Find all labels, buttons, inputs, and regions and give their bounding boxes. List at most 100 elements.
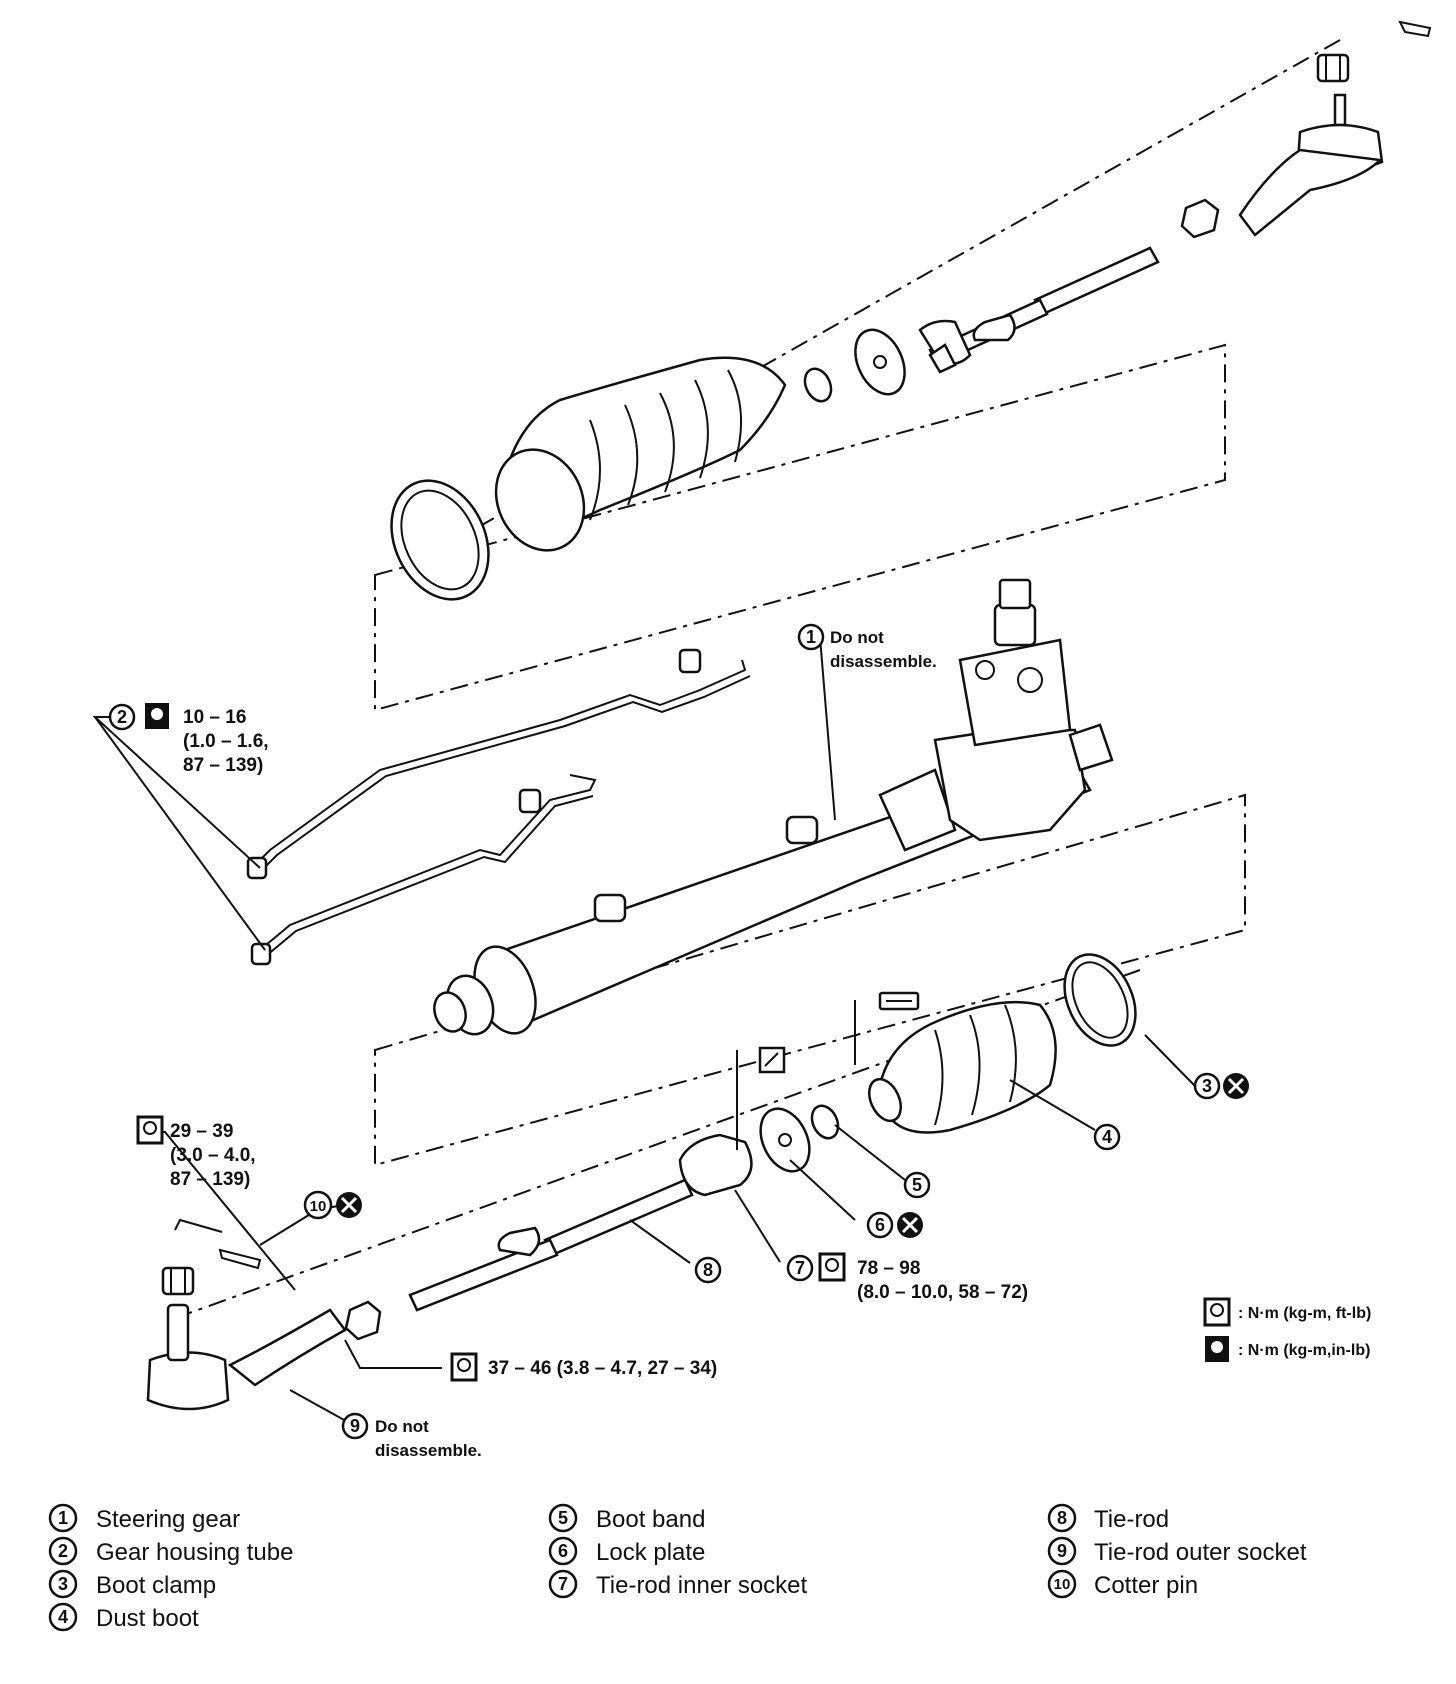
lower-guide-frame (374, 793, 1246, 1167)
svg-text:10: 10 (310, 1198, 327, 1215)
svg-text:9: 9 (350, 1416, 360, 1436)
svg-text:: N·m (kg-m,in-lb): : N·m (kg-m,in-lb) (1238, 1342, 1370, 1359)
upper-boot-clamp (390, 479, 490, 601)
svg-text:disassemble.: disassemble. (375, 1441, 482, 1460)
svg-text:78 – 98: 78 – 98 (857, 1258, 920, 1279)
legend-item: 3 Boot clamp (48, 1569, 216, 1599)
svg-text:6: 6 (875, 1215, 885, 1235)
parts-legend: 1 Steering gear 2 Gear housing tube 3 Bo… (48, 1503, 1307, 1632)
svg-text:7: 7 (558, 1574, 568, 1594)
callout-9: 9 Do not disassemble. (341, 1412, 482, 1460)
callout-3: 3 (1193, 1072, 1249, 1100)
svg-text:disassemble.: disassemble. (830, 652, 937, 671)
callout-8: 8 (694, 1256, 722, 1284)
tube-flare-nut-1 (246, 856, 268, 880)
svg-text:9: 9 (1057, 1541, 1067, 1561)
outer-nut-torque: 29 – 39 (3.0 – 4.0, 87 – 139) (136, 1115, 256, 1190)
svg-text:Lock plate: Lock plate (596, 1539, 705, 1566)
torque-wrench-icon (136, 1115, 164, 1145)
svg-text:Tie-rod inner socket: Tie-rod inner socket (596, 1572, 808, 1599)
svg-text:2: 2 (58, 1541, 68, 1561)
torque-key: : N·m (kg-m, ft-lb) : N·m (kg-m,in-lb) (1203, 1297, 1371, 1362)
svg-text:Cotter pin: Cotter pin (1094, 1572, 1198, 1599)
tube-flare-nut-3 (678, 648, 702, 674)
svg-text:5: 5 (558, 1508, 568, 1528)
callout-1: 1 Do not disassemble. (797, 623, 937, 671)
callout-5: 5 (903, 1171, 931, 1199)
upper-inner-socket (918, 319, 972, 374)
grease-symbol-icon (758, 1046, 786, 1074)
lower-cotter-pin (174, 1218, 262, 1270)
svg-text:87 – 139): 87 – 139) (183, 755, 263, 776)
svg-text:8: 8 (1057, 1508, 1067, 1528)
legend-item: 7 Tie-rod inner socket (548, 1569, 808, 1599)
torque-wrench-filled-icon (1205, 1336, 1229, 1362)
svg-text:(1.0 – 1.6,: (1.0 – 1.6, (183, 731, 269, 752)
legend-item: 6 Lock plate (548, 1536, 705, 1566)
callout-6: 6 (866, 1211, 923, 1239)
upper-boot-band (803, 367, 833, 403)
svg-text:87 – 139): 87 – 139) (170, 1169, 250, 1190)
do-not-reuse-icon (1223, 1073, 1249, 1099)
gear-housing-tubes (246, 648, 751, 966)
torque-wrench-icon (1203, 1297, 1231, 1327)
tube-flare-nut-4 (518, 788, 542, 814)
svg-text:Tie-rod: Tie-rod (1094, 1506, 1169, 1533)
legend-item: 8 Tie-rod (1047, 1503, 1169, 1533)
svg-text:Steering gear: Steering gear (96, 1506, 240, 1533)
legend-item: 2 Gear housing tube (48, 1536, 293, 1566)
svg-text:3: 3 (1202, 1076, 1212, 1096)
upper-lock-plate (854, 328, 906, 396)
lower-outer-socket (146, 1303, 347, 1411)
upper-cotter-pin (1398, 20, 1432, 38)
upper-outer-socket (1238, 93, 1384, 237)
callout-2: 2 10 – 16 (1.0 – 1.6, 87 – 139) (108, 703, 269, 776)
svg-text:Tie-rod outer socket: Tie-rod outer socket (1094, 1539, 1307, 1566)
upper-lock-nut (1180, 198, 1220, 239)
lower-dust-boot (868, 1000, 1057, 1134)
svg-text:2: 2 (117, 707, 127, 727)
svg-text:1: 1 (58, 1508, 68, 1528)
lower-inner-socket (678, 1133, 753, 1197)
upper-guide-frame (374, 343, 1226, 712)
legend-item: 9 Tie-rod outer socket (1047, 1536, 1307, 1566)
svg-text:10: 10 (1054, 1576, 1071, 1593)
legend-item: 10 Cotter pin (1047, 1569, 1198, 1599)
svg-text:37 – 46 (3.8 – 4.7, 27 – 34): 37 – 46 (3.8 – 4.7, 27 – 34) (488, 1358, 717, 1379)
svg-text:3: 3 (58, 1574, 68, 1594)
gear-port-1 (593, 893, 627, 923)
svg-text:Boot band: Boot band (596, 1506, 705, 1533)
svg-text:8: 8 (703, 1260, 713, 1280)
upper-dust-boot (494, 356, 787, 552)
svg-text:: N·m (kg-m, ft-lb): : N·m (kg-m, ft-lb) (1238, 1305, 1371, 1322)
do-not-reuse-icon (897, 1212, 923, 1238)
svg-text:Dust boot: Dust boot (96, 1605, 199, 1632)
steering-gear (433, 578, 1114, 1036)
lower-lock-plate (759, 1107, 811, 1173)
torque-wrench-filled-icon (145, 703, 169, 729)
gear-port-2 (785, 815, 819, 845)
tube-flare-nut-2 (250, 942, 272, 966)
svg-text:Gear housing tube: Gear housing tube (96, 1539, 293, 1566)
lower-tie-rod (408, 1178, 694, 1312)
callout-4: 4 (1093, 1123, 1121, 1151)
torque-wrench-icon (450, 1352, 478, 1382)
svg-text:4: 4 (58, 1607, 68, 1627)
legend-item: 1 Steering gear (48, 1503, 240, 1533)
svg-text:Boot clamp: Boot clamp (96, 1572, 216, 1599)
svg-text:(3.0 – 4.0,: (3.0 – 4.0, (170, 1145, 256, 1166)
legend-item: 5 Boot band (548, 1503, 705, 1533)
torque-wrench-icon (818, 1252, 846, 1282)
lock-nut-torque: 37 – 46 (3.8 – 4.7, 27 – 34) (450, 1352, 717, 1382)
lower-castle-nut (161, 1266, 195, 1296)
svg-text:7: 7 (795, 1258, 805, 1278)
callout-7: 7 78 – 98 (8.0 – 10.0, 58 – 72) (786, 1252, 1028, 1303)
svg-text:5: 5 (912, 1175, 922, 1195)
sealant-symbol-icon (878, 991, 920, 1011)
callout-10: 10 (303, 1190, 362, 1220)
lower-boot-clamp (1063, 953, 1137, 1047)
svg-text:29 – 39: 29 – 39 (170, 1121, 233, 1142)
svg-text:4: 4 (1102, 1127, 1112, 1147)
legend-item: 4 Dust boot (48, 1602, 199, 1632)
svg-text:1: 1 (806, 627, 816, 647)
